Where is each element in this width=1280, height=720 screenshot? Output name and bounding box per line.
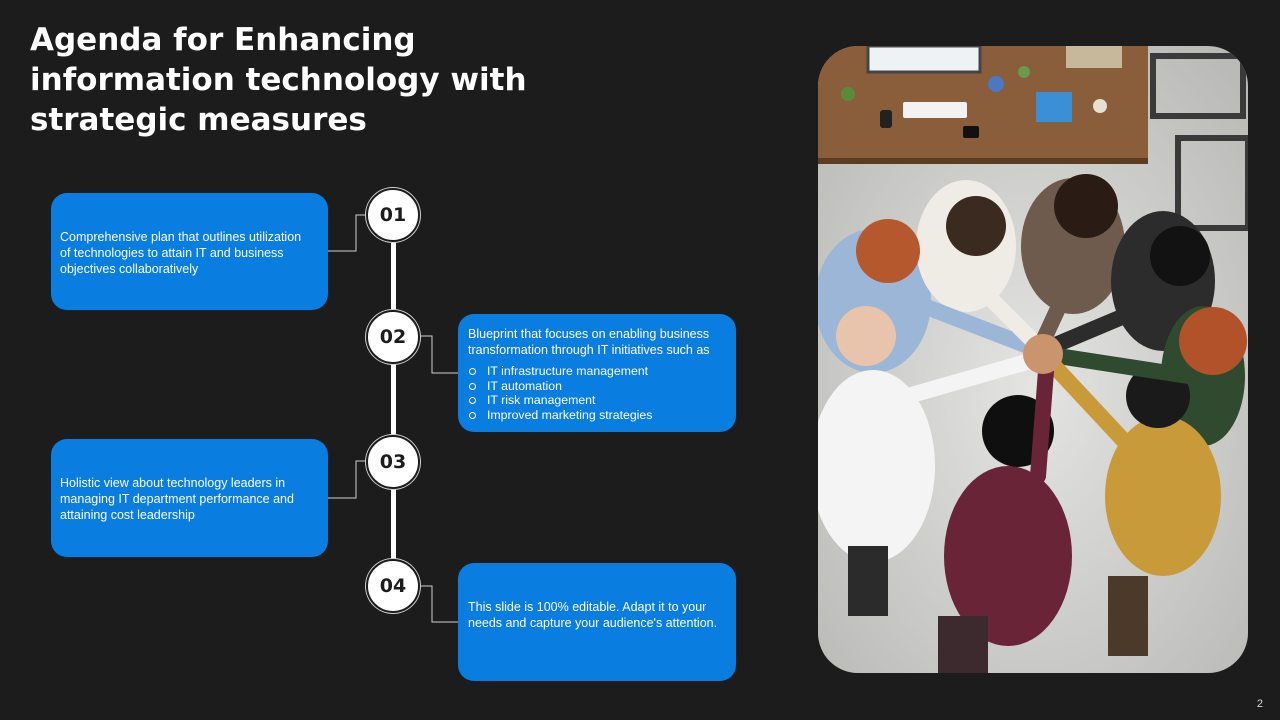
- step-number-02: 02: [366, 310, 420, 364]
- bullet-item: IT risk management: [468, 393, 728, 408]
- team-photo: [818, 46, 1248, 673]
- agenda-card-text: Comprehensive plan that outlines utiliza…: [60, 230, 302, 276]
- bullet-item: Improved marketing strategies: [468, 408, 728, 423]
- agenda-card-text: This slide is 100% editable. Adapt it to…: [468, 600, 718, 630]
- agenda-card-03: Holistic view about technology leaders i…: [51, 439, 328, 557]
- agenda-card-01: Comprehensive plan that outlines utiliza…: [51, 193, 328, 310]
- step-number-04: 04: [366, 559, 420, 613]
- connector-02: [418, 335, 458, 374]
- agenda-card-text: Holistic view about technology leaders i…: [60, 476, 294, 522]
- step-number-03: 03: [366, 435, 420, 489]
- bullet-item: IT infrastructure management: [468, 364, 728, 379]
- connector-03: [328, 460, 366, 499]
- agenda-card-02: Blueprint that focuses on enabling busin…: [458, 314, 736, 432]
- slide-title: Agenda for Enhancing information technol…: [30, 22, 527, 138]
- agenda-card-text: Blueprint that focuses on enabling busin…: [468, 327, 710, 357]
- bullet-item: IT automation: [468, 379, 728, 394]
- team-huddle-image: [818, 46, 1248, 673]
- page-number: 2: [1256, 698, 1263, 710]
- agenda-card-04: This slide is 100% editable. Adapt it to…: [458, 563, 736, 681]
- step-number-01: 01: [366, 188, 420, 242]
- agenda-bullet-list: IT infrastructure management IT automati…: [468, 364, 728, 422]
- connector-04: [418, 585, 458, 623]
- timeline-line: [391, 215, 396, 587]
- connector-01: [328, 214, 366, 252]
